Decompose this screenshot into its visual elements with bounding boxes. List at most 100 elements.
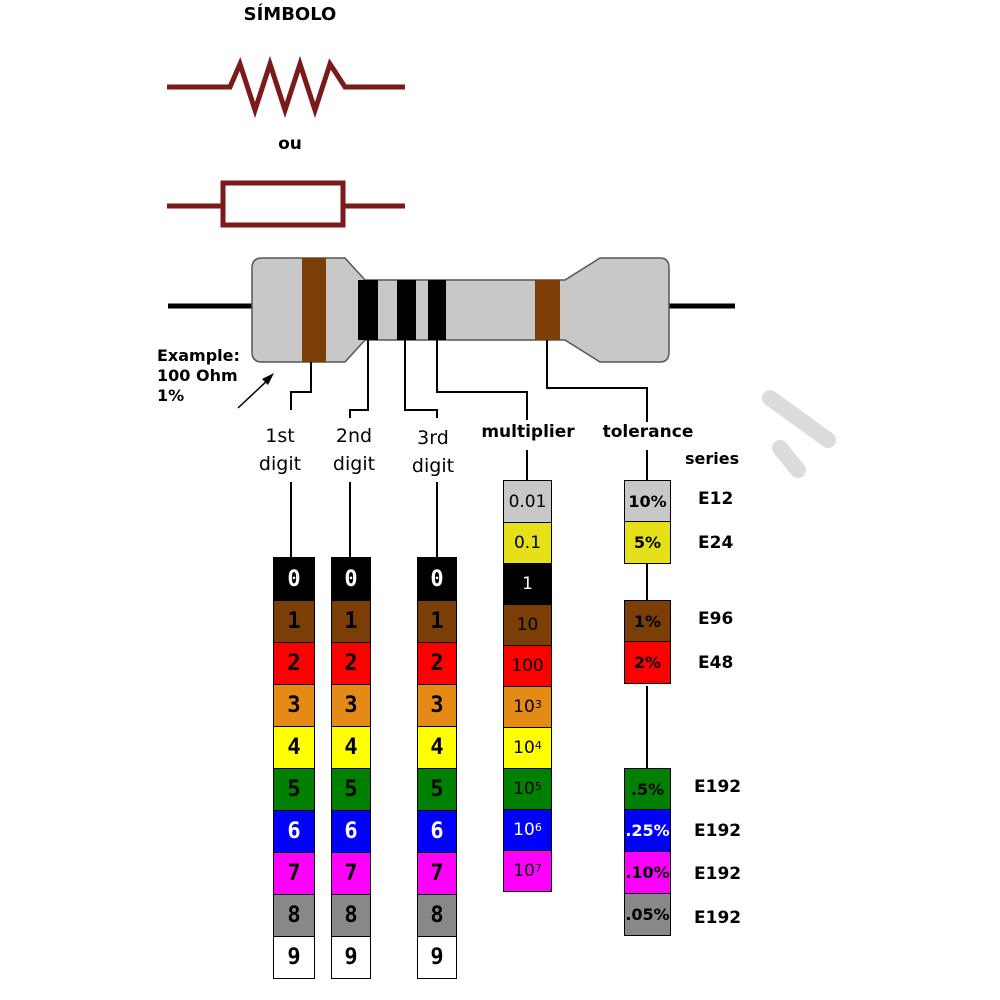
digit2-cell-2: 2 bbox=[332, 642, 370, 684]
connector-digit2 bbox=[349, 340, 369, 418]
digit3-cell-9: 9 bbox=[418, 936, 456, 978]
header-digit1: 1st digit bbox=[250, 422, 310, 478]
header-series: series bbox=[685, 449, 740, 468]
digit3-cell-0: 0 bbox=[418, 558, 456, 600]
example-arrow bbox=[237, 377, 271, 409]
digit2-cell-4: 4 bbox=[332, 726, 370, 768]
multiplier-cell: 0.01 bbox=[504, 481, 551, 522]
digit1-cell-3: 3 bbox=[274, 684, 314, 726]
digit3-cell-1: 1 bbox=[418, 600, 456, 642]
multiplier-base: 100 bbox=[511, 656, 544, 676]
resistor-symbols bbox=[167, 55, 405, 228]
multiplier-exponent: 3 bbox=[534, 697, 542, 711]
multiplier-cell: 1 bbox=[504, 563, 551, 604]
header-digit2: 2nd digit bbox=[324, 422, 384, 478]
header-digit1-line2: digit bbox=[258, 453, 302, 475]
digit1-cell-7: 7 bbox=[274, 852, 314, 894]
digit1-cell-1: 1 bbox=[274, 600, 314, 642]
multiplier-base: 10 bbox=[516, 615, 539, 635]
multiplier-base: 10 bbox=[513, 738, 535, 758]
digit3-cell-2: 2 bbox=[418, 642, 456, 684]
multiplier-base: 1 bbox=[522, 574, 533, 594]
digit1-cell-6: 6 bbox=[274, 810, 314, 852]
header-digit2-line2: digit bbox=[332, 453, 376, 475]
band-4-black bbox=[428, 280, 446, 340]
header-tolerance: tolerance bbox=[602, 422, 694, 442]
multiplier-base: 0.01 bbox=[508, 491, 547, 512]
multiplier-exponent: 4 bbox=[534, 738, 542, 752]
digit1-cell-8: 8 bbox=[274, 894, 314, 936]
tolerance-cell: 10% bbox=[624, 480, 671, 522]
multiplier-base: 10 bbox=[513, 779, 535, 799]
example-line-2: 100 Ohm bbox=[157, 366, 238, 385]
digit2-cell-5: 5 bbox=[332, 768, 370, 810]
digit2-cell-7: 7 bbox=[332, 852, 370, 894]
band-2-black bbox=[358, 280, 378, 340]
zigzag-resistor-symbol bbox=[167, 55, 405, 119]
multiplier-exponent: 7 bbox=[534, 861, 542, 875]
header-digit1-line1: 1st bbox=[265, 425, 295, 447]
tolerance-stack-3: .5%.25%.10%.05% bbox=[624, 768, 671, 936]
multiplier-exponent: 5 bbox=[534, 779, 542, 793]
digit3-cell-6: 6 bbox=[418, 810, 456, 852]
digit1-cell-2: 2 bbox=[274, 642, 314, 684]
multiplier-exponent: 6 bbox=[534, 820, 542, 834]
multiplier-cell: 10 bbox=[504, 604, 551, 645]
tolerance-cell: 1% bbox=[624, 600, 671, 642]
digit1-cell-0: 0 bbox=[274, 558, 314, 600]
digit3-cell-8: 8 bbox=[418, 894, 456, 936]
digit2-cell-1: 1 bbox=[332, 600, 370, 642]
tolerance-cell: 5% bbox=[624, 522, 671, 564]
digit3-cell-5: 5 bbox=[418, 768, 456, 810]
symbol-title: SÍMBOLO bbox=[243, 4, 337, 25]
or-label: ou bbox=[278, 134, 302, 154]
multiplier-cell: 100 bbox=[504, 645, 551, 686]
series-label: E48 bbox=[698, 652, 734, 673]
digit1-cell-9: 9 bbox=[274, 936, 314, 978]
multiplier-base: 10 bbox=[513, 820, 535, 840]
multiplier-cell: 0.1 bbox=[504, 522, 551, 563]
band-tolerance-brown bbox=[535, 280, 560, 340]
example-line-3: 1% bbox=[157, 386, 185, 405]
series-label: E96 bbox=[698, 609, 734, 629]
watermark-stroke bbox=[762, 390, 836, 448]
connector-digit3 bbox=[404, 340, 438, 418]
series-label: E192 bbox=[694, 820, 742, 841]
example-label: Example: 100 Ohm 1% bbox=[157, 346, 240, 406]
digit2-cell-6: 6 bbox=[332, 810, 370, 852]
digit2-cell-0: 0 bbox=[332, 558, 370, 600]
multiplier-base: 10 bbox=[513, 861, 535, 881]
series-label: E192 bbox=[694, 907, 742, 928]
tolerance-stack-1: 10%5% bbox=[624, 480, 671, 564]
resistor-body bbox=[251, 257, 670, 363]
multiplier-base: 0.1 bbox=[513, 533, 542, 553]
tolerance-cell: .5% bbox=[624, 768, 671, 810]
digit3-cell-4: 4 bbox=[418, 726, 456, 768]
header-digit2-line1: 2nd bbox=[335, 425, 373, 447]
tolerance-cell: .25% bbox=[624, 810, 671, 852]
series-label: E192 bbox=[694, 864, 742, 884]
connector-multiplier bbox=[436, 340, 528, 420]
tolerance-cell: .05% bbox=[624, 894, 671, 936]
tolerance-stack-2: 1%2% bbox=[624, 600, 671, 684]
digit2-cell-9: 9 bbox=[332, 936, 370, 978]
header-digit3-line1: 3rd bbox=[417, 427, 449, 449]
header-multiplier: multiplier bbox=[481, 422, 575, 442]
example-line-1: Example: bbox=[157, 346, 240, 365]
watermark-stroke bbox=[772, 440, 806, 478]
series-label: E24 bbox=[698, 532, 734, 553]
box-resistor-symbol bbox=[167, 180, 405, 228]
digit1-cell-5: 5 bbox=[274, 768, 314, 810]
series-label: E12 bbox=[698, 489, 734, 509]
series-label: E192 bbox=[694, 777, 742, 797]
